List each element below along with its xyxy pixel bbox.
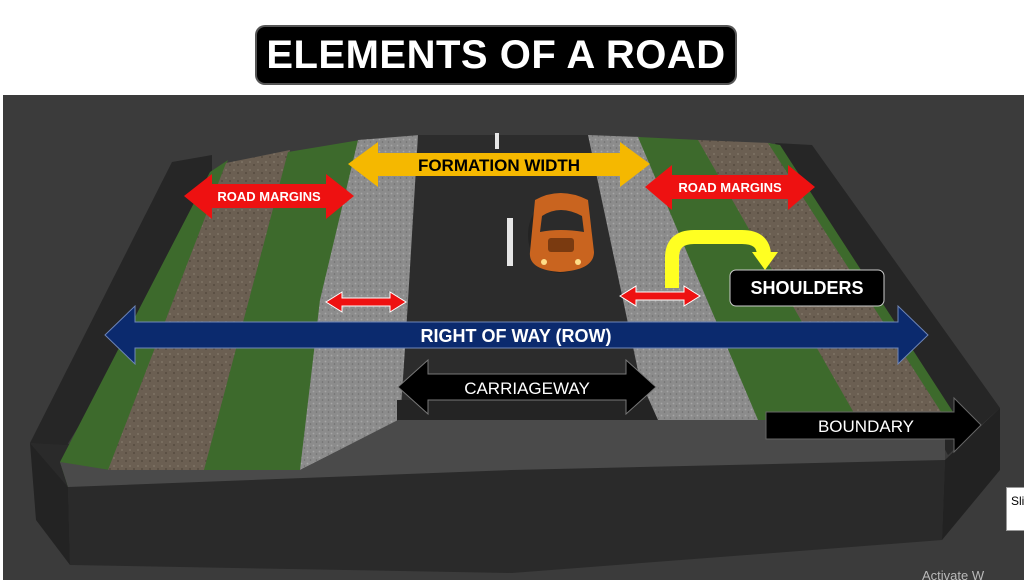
boundary-arrow — [765, 396, 982, 454]
road-margins-right-label: ROAD MARGINS — [678, 180, 782, 195]
embankment-right-side — [942, 408, 1000, 540]
carriageway-label: CARRIAGEWAY — [464, 379, 590, 398]
road-margins-right-arrow — [645, 165, 815, 210]
right-of-way-arrow — [104, 304, 929, 366]
embankment-left-side — [30, 443, 70, 565]
shoulder-indicator-arrowhead — [752, 252, 778, 270]
formation-width-arrow — [348, 142, 650, 187]
centre-dash — [495, 133, 499, 149]
left-grass-inner — [204, 140, 360, 470]
shoulders-label: SHOULDERS — [750, 278, 863, 298]
title-box: ELEMENTS OF A ROAD — [257, 27, 735, 83]
car — [528, 193, 594, 273]
left-wall — [30, 155, 212, 445]
side-tab[interactable]: Sli — [1006, 487, 1024, 531]
road-margins-left-arrow — [184, 174, 354, 219]
front-soil-strip — [60, 415, 945, 487]
formation-width-label: FORMATION WIDTH — [418, 156, 580, 175]
road-margins-left-label: ROAD MARGINS — [217, 189, 321, 204]
side-tab-label: Sli — [1011, 494, 1024, 508]
right-of-way-label: RIGHT OF WAY (ROW) — [421, 326, 612, 346]
shoulders-box — [729, 269, 885, 307]
activation-watermark: Activate W — [922, 568, 985, 583]
right-wall — [775, 143, 1000, 455]
shoulder-left-arrow — [325, 291, 407, 313]
shoulder-indicator-arrow — [665, 230, 771, 288]
carriageway-arrow — [397, 358, 657, 416]
page-title: ELEMENTS OF A ROAD — [266, 32, 726, 77]
boundary-label: BOUNDARY — [818, 417, 914, 436]
shoulder-right-arrow — [619, 285, 701, 307]
centre-dash — [507, 218, 513, 266]
left-dirt-margin — [108, 150, 290, 470]
